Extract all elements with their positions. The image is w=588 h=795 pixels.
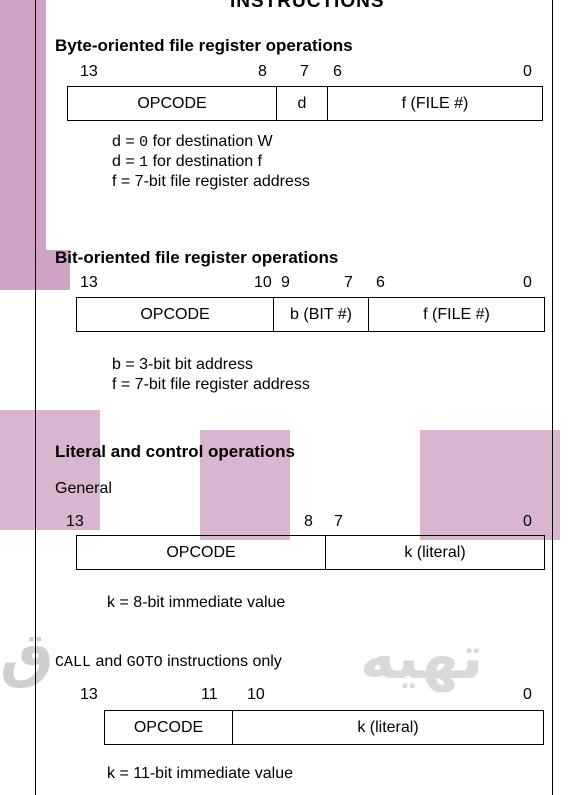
note-line: b = 3-bit bit address — [112, 356, 253, 373]
subheading-call-goto: CALL and GOTO instructions only — [55, 653, 282, 671]
field-literal: k (literal) — [357, 718, 419, 736]
bit-label: 8 — [258, 63, 267, 80]
watermark-shape — [200, 430, 290, 540]
bit-label: 8 — [304, 513, 313, 530]
bit-label: 9 — [281, 274, 290, 291]
bit-label: 0 — [523, 686, 532, 703]
bit-label: 0 — [523, 274, 532, 291]
field-divider — [232, 711, 233, 744]
instruction-format-bit: OPCODE b (BIT #) f (FILE #) — [76, 297, 545, 332]
instruction-format-byte: OPCODE d f (FILE #) — [67, 86, 543, 121]
field-opcode: OPCODE — [137, 94, 207, 112]
note-line: d = 1 for destination f — [112, 153, 262, 171]
section-heading-bit: Bit-oriented file register operations — [55, 248, 339, 267]
field-destination: d — [297, 94, 307, 112]
bit-label: 13 — [80, 274, 98, 291]
bit-label: 11 — [201, 686, 218, 703]
field-file: f (FILE #) — [401, 94, 469, 112]
instruction-format-literal: OPCODE k (literal) — [76, 535, 545, 570]
field-divider — [327, 87, 328, 120]
note-line: f = 7-bit file register address — [112, 376, 310, 393]
bit-label: 0 — [523, 513, 532, 530]
bit-label: 0 — [523, 63, 532, 80]
watermark-arabic-logo: ق — [0, 620, 54, 690]
field-opcode: OPCODE — [133, 718, 204, 736]
watermark-arabic-logo: تهيه — [360, 623, 484, 693]
bit-label: 13 — [66, 513, 84, 530]
bit-label: 7 — [344, 274, 353, 291]
panel-border-right — [552, 0, 553, 795]
bit-label: 7 — [300, 63, 309, 80]
instruction-format-call-goto: OPCODE k (literal) — [104, 710, 544, 745]
bit-label: 10 — [247, 686, 265, 703]
section-heading-literal: Literal and control operations — [55, 442, 295, 461]
bit-label: 13 — [80, 63, 98, 80]
bit-label: 6 — [376, 274, 385, 291]
watermark-shape — [420, 430, 560, 540]
field-file: f (FILE #) — [423, 305, 490, 323]
watermark-shape — [0, 410, 100, 530]
note-line: f = 7-bit file register address — [112, 173, 310, 190]
field-opcode: OPCODE — [140, 305, 210, 323]
bit-label: 10 — [254, 274, 272, 291]
page-title: INSTRUCTIONS — [230, 0, 385, 12]
note-line: k = 11-bit immediate value — [107, 765, 294, 782]
field-divider — [325, 536, 326, 569]
field-divider — [368, 298, 369, 331]
panel-border-left — [35, 0, 36, 795]
field-literal: k (literal) — [404, 543, 466, 561]
note-line: k = 8-bit immediate value — [107, 594, 286, 611]
section-heading-byte: Byte-oriented file register operations — [55, 36, 353, 55]
watermark-shape — [0, 0, 46, 250]
bit-label: 13 — [80, 686, 98, 703]
note-line: d = 0 for destination W — [112, 133, 273, 151]
bit-label: 7 — [334, 513, 343, 530]
bit-label: 6 — [333, 63, 342, 80]
field-divider — [273, 298, 274, 331]
subheading-general: General — [55, 480, 112, 497]
field-opcode: OPCODE — [166, 543, 236, 561]
field-divider — [276, 87, 277, 120]
field-bit-number: b (BIT #) — [290, 305, 352, 323]
